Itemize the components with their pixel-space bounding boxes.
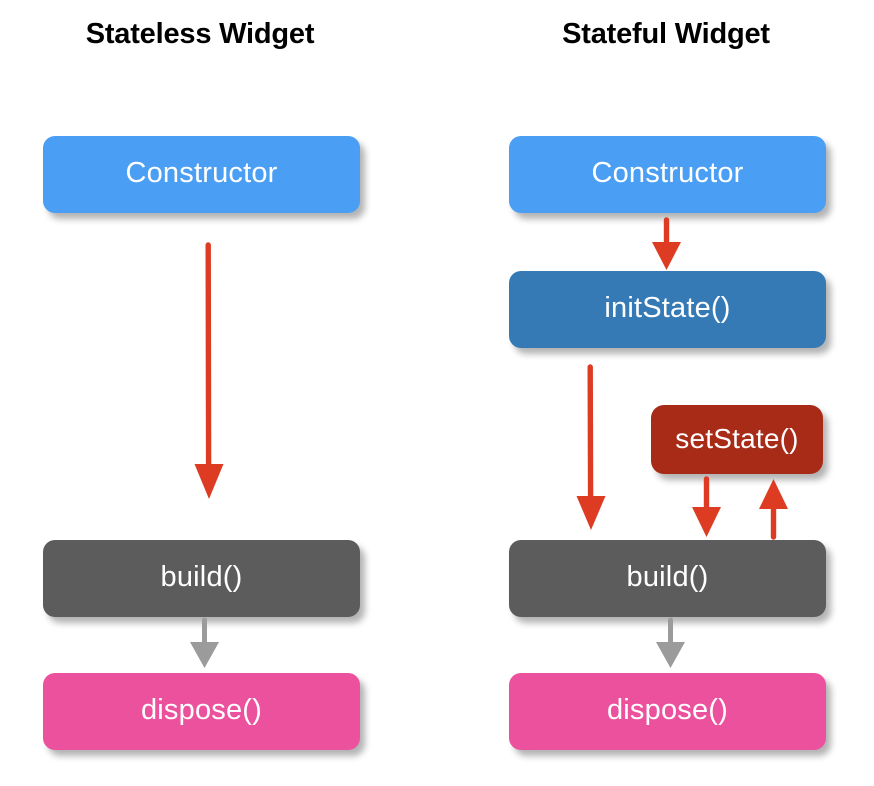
node-stateless-dispose[interactable]: dispose() <box>43 673 360 750</box>
node-stateful-constructor[interactable]: Constructor <box>509 136 826 213</box>
node-stateless-build[interactable]: build() <box>43 540 360 617</box>
arrow-stateful-initstate-to-build <box>572 364 612 537</box>
arrow-stateful-constructor-to-initstate <box>648 217 686 274</box>
node-stateful-setstate[interactable]: setState() <box>651 405 823 474</box>
arrow-stateless-build-to-dispose <box>186 617 224 672</box>
arrow-stateful-setstate-to-build <box>688 476 726 541</box>
node-stateful-initstate[interactable]: initState() <box>509 271 826 348</box>
arrow-stateful-build-to-setstate <box>755 475 793 541</box>
column-title-stateless: Stateless Widget <box>85 18 315 50</box>
column-title-stateful: Stateful Widget <box>562 18 770 50</box>
node-stateless-constructor[interactable]: Constructor <box>43 136 360 213</box>
node-stateful-build[interactable]: build() <box>509 540 826 617</box>
node-stateful-dispose[interactable]: dispose() <box>509 673 826 750</box>
arrow-stateful-build-to-dispose <box>652 617 690 672</box>
arrow-stateless-constructor-to-build <box>190 242 230 508</box>
